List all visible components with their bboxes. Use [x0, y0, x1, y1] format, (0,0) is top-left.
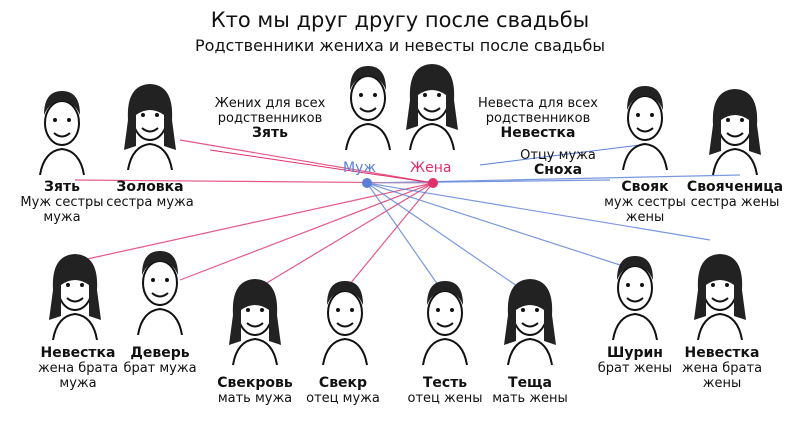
person-relation: сестра жены	[690, 195, 780, 210]
connection-line	[179, 139, 434, 184]
person-relation: жена брата мужа	[37, 361, 119, 391]
person-relation: Муж сестры мужа	[20, 195, 104, 225]
connection-line	[344, 182, 434, 291]
person-portrait-icon	[413, 275, 477, 369]
person-title: Невестка	[40, 345, 116, 361]
connection-line	[179, 182, 434, 281]
person-title: Невестка	[684, 345, 760, 361]
person-title: Тесть	[422, 375, 468, 391]
connection-line	[366, 182, 621, 266]
person-title: Свекр	[318, 375, 368, 391]
connection-line	[366, 182, 531, 296]
person-title: Золовка	[116, 179, 184, 195]
person-title: Свояк	[621, 179, 669, 195]
person-title: Свояченица	[686, 179, 784, 195]
husband-label: Муж	[343, 160, 376, 176]
person-portrait-icon	[128, 245, 192, 339]
person-relation: мать мужа	[217, 391, 293, 406]
bride-portrait-icon	[400, 60, 464, 154]
person-title: Теща	[508, 375, 552, 391]
person-title: Деверь	[130, 345, 190, 361]
connection-line	[366, 182, 711, 241]
groom-portrait-icon	[336, 60, 400, 154]
person-relation: брат мужа	[123, 361, 197, 376]
person-portrait-icon	[603, 250, 667, 344]
person-portrait-icon	[703, 85, 767, 179]
person-relation: брат жены	[597, 361, 673, 376]
subtitle: Родственники жениха и невесты после свад…	[195, 36, 605, 55]
person-portrait-icon	[498, 275, 562, 369]
person-relation: отец жены	[407, 391, 483, 406]
wife-dot	[428, 178, 438, 188]
person-relation: отец мужа	[306, 391, 380, 406]
person-relation: жена брата жены	[681, 361, 763, 391]
connection-line	[59, 182, 434, 266]
person-relation: муж сестры жены	[604, 195, 686, 225]
person-portrait-icon	[688, 250, 752, 344]
person-portrait-icon	[223, 275, 287, 369]
person-portrait-icon	[30, 85, 94, 179]
connection-line	[479, 144, 641, 166]
person-portrait-icon	[313, 275, 377, 369]
husband-dot	[362, 178, 372, 188]
person-title: Свекровь	[217, 375, 293, 391]
connection-line	[254, 182, 434, 291]
title: Кто мы друг другу после свадьбы	[210, 8, 590, 32]
person-portrait-icon	[118, 80, 182, 174]
person-relation: мать жены	[492, 391, 568, 406]
person-title: Шурин	[607, 345, 663, 361]
person-portrait-icon	[43, 250, 107, 344]
wife-label: Жена	[410, 160, 452, 176]
person-portrait-icon	[613, 80, 677, 174]
person-relation: сестра мужа	[106, 195, 194, 210]
person-title: Зять	[44, 179, 80, 195]
connection-line	[209, 149, 434, 184]
connection-line	[366, 182, 446, 296]
